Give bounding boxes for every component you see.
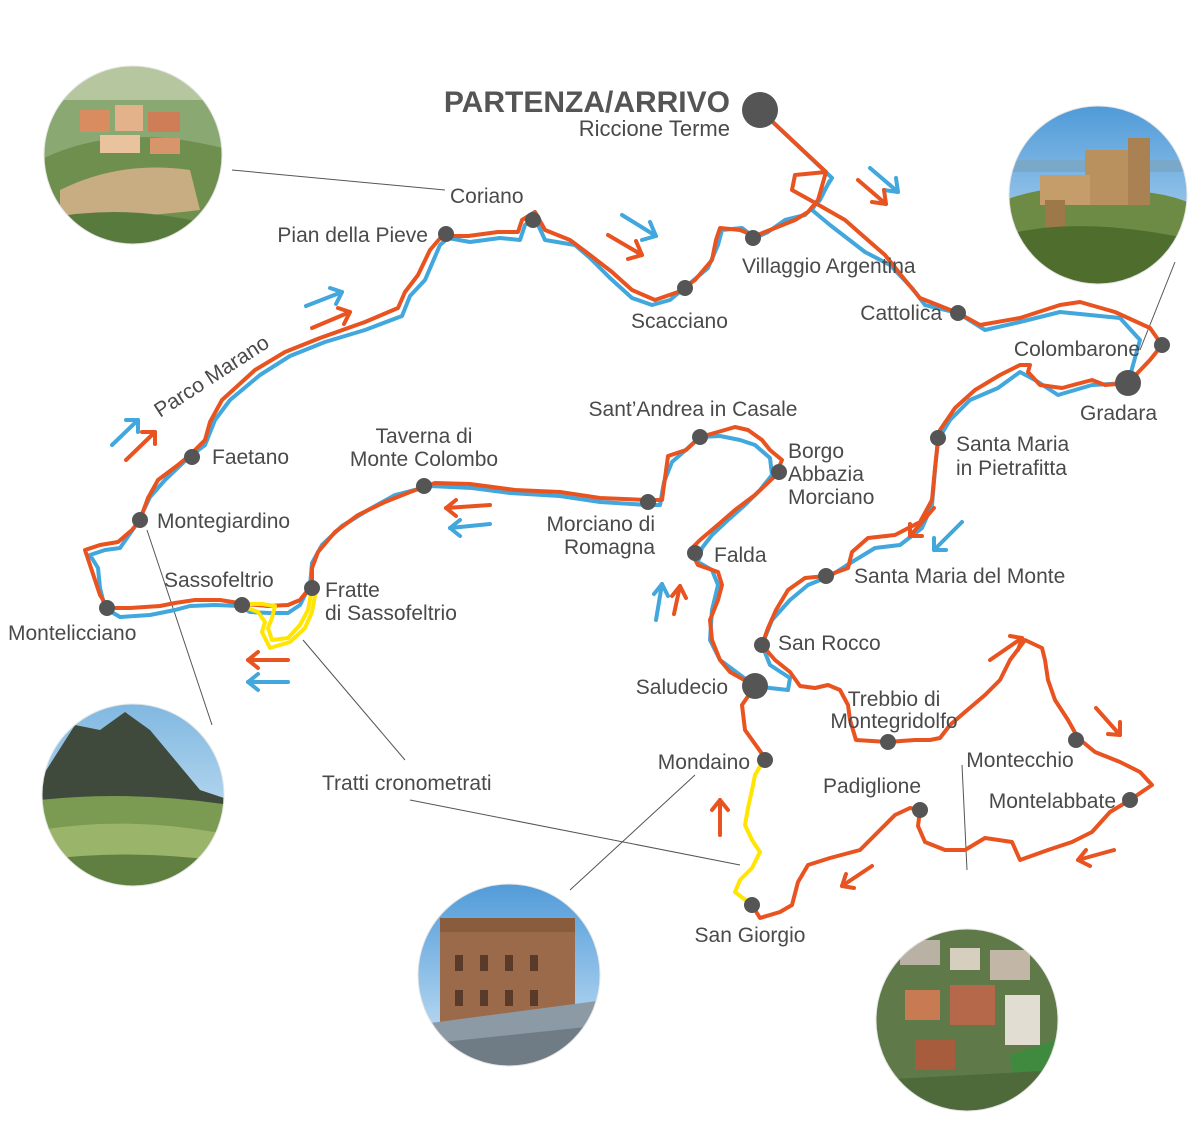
label-taverna-2: Monte Colombo (350, 448, 498, 471)
fortress-photo-icon (418, 884, 600, 1066)
label-trebbio: Trebbio di (848, 688, 941, 711)
label-gradara: Gradara (1080, 402, 1157, 425)
town-dot-trebbio (880, 734, 896, 750)
town-dot-santa-maria-pietrafitta (930, 430, 946, 446)
arrow-w-orange-icon-3 (1076, 848, 1116, 868)
arrow-se-blue-icon (868, 166, 900, 194)
town-dot-gradara (1115, 370, 1141, 396)
label-santa-maria-pietrafitta: Santa Maria (956, 433, 1070, 456)
town-dot-cattolica (950, 305, 966, 321)
label-morciano: Morciano di (546, 513, 655, 536)
label-montelabbate: Montelabbate (989, 790, 1116, 813)
town-labels: Coriano Pian della Pieve Scacciano Villa… (8, 185, 1157, 947)
blue-route (88, 108, 1142, 692)
mountain-photo-icon (42, 704, 224, 886)
arrow-se-blue-icon-2 (620, 213, 658, 242)
town-dot-sassofeltrio (234, 597, 250, 613)
timed-section-west (241, 587, 318, 650)
town-dot-san-rocco (754, 637, 770, 653)
label-santa-maria-monte: Santa Maria del Monte (854, 565, 1065, 588)
arrow-w-blue-icon-2 (246, 672, 290, 692)
label-sassofeltrio: Sassofeltrio (164, 569, 274, 592)
arrow-se-orange-icon-3 (1094, 706, 1122, 737)
label-taverna: Taverna di (376, 425, 473, 448)
arrow-n-orange-icon-2 (710, 798, 730, 837)
label-trebbio-2: Montegridolfo (830, 710, 957, 733)
arrow-sw-orange-icon-2 (840, 864, 874, 890)
arrow-ne-orange-icon-2 (124, 430, 157, 462)
label-borgo-3: Morciano (788, 486, 874, 509)
leader-lines (146, 169, 1176, 891)
label-villaggio-argentina: Villaggio Argentina (742, 255, 916, 278)
town-dot-faetano (184, 449, 200, 465)
label-borgo-2: Abbazia (788, 463, 864, 486)
label-san-giorgio: San Giorgio (695, 924, 806, 947)
label-morciano-2: Romagna (564, 536, 655, 559)
label-padiglione: Padiglione (823, 775, 921, 798)
castle-village-photo-icon (44, 66, 222, 244)
town-dot-mondaino (757, 752, 773, 768)
label-coriano: Coriano (450, 185, 524, 208)
label-montecchio: Montecchio (966, 749, 1073, 772)
town-dot-san-giorgio (744, 897, 760, 913)
label-fratte: Fratte (325, 579, 380, 602)
arrow-w-orange-icon (444, 498, 492, 518)
arrow-ne-orange-icon-3 (988, 634, 1024, 662)
label-montelicciano: Montelicciano (8, 622, 136, 645)
town-dot-montelabbate (1122, 792, 1138, 808)
town-dot-santandrea (692, 429, 708, 445)
arrow-sw-blue-icon (932, 520, 964, 552)
start-title: PARTENZA/ARRIVO (444, 86, 730, 119)
label-san-rocco: San Rocco (778, 632, 881, 655)
label-colombarone: Colombarone (1014, 338, 1140, 361)
town-dot-montegiardino (132, 512, 148, 528)
town-dot-montelicciano (99, 600, 115, 616)
header-block: PARTENZA/ARRIVO Riccione Terme (444, 86, 730, 141)
town-dot-scacciano (677, 280, 693, 296)
arrow-w-orange-icon-2 (246, 650, 290, 670)
direction-arrows (110, 166, 1122, 890)
arrow-n-orange-icon (670, 584, 688, 616)
town-dots (99, 92, 1170, 913)
label-falda: Falda (714, 544, 767, 567)
label-saludecio: Saludecio (636, 676, 728, 699)
town-dot-coriano (525, 212, 541, 228)
start-finish-marker (742, 92, 778, 128)
label-montegiardino: Montegiardino (157, 510, 290, 533)
town-dot-padiglione (912, 802, 928, 818)
arrow-ne-blue-icon-2 (110, 418, 140, 447)
town-dot-falda (687, 545, 703, 561)
arrow-sw-orange-icon (908, 506, 936, 538)
legend-timed-sections: Tratti cronometrati (322, 772, 492, 795)
town-dot-montecchio (1068, 732, 1084, 748)
town-dot-colombarone (1154, 337, 1170, 353)
label-santa-maria-pietrafitta-2: in Pietrafitta (956, 457, 1067, 480)
town-dot-santa-maria-monte (818, 568, 834, 584)
route-label-parco-marano: Parco Marano (150, 331, 273, 422)
label-cattolica: Cattolica (860, 302, 942, 325)
town-dot-saludecio (742, 673, 768, 699)
label-mondaino: Mondaino (658, 751, 750, 774)
town-dot-fratte (304, 580, 320, 596)
label-santandrea: Sant’Andrea in Casale (589, 398, 798, 421)
timed-section-south (733, 756, 767, 907)
arrow-n-blue-icon (652, 582, 670, 622)
town-dot-morciano (640, 494, 656, 510)
arrow-se-orange-icon-2 (606, 233, 644, 261)
arrow-ne-orange-icon (310, 306, 352, 330)
town-dot-pian-della-pieve (438, 226, 454, 242)
label-borgo: Borgo (788, 440, 844, 463)
arrow-ne-blue-icon (304, 286, 344, 308)
town-dot-taverna (416, 478, 432, 494)
label-pian-della-pieve: Pian della Pieve (277, 224, 428, 247)
start-subtitle: Riccione Terme (579, 116, 730, 141)
label-scacciano: Scacciano (631, 310, 728, 333)
arrow-se-orange-icon (856, 178, 888, 206)
town-dot-borgo (771, 464, 787, 480)
arrow-w-blue-icon (448, 518, 492, 538)
town-dot-villaggio-argentina (745, 230, 761, 246)
label-faetano: Faetano (212, 446, 289, 469)
label-fratte-2: di Sassofeltrio (325, 602, 457, 625)
